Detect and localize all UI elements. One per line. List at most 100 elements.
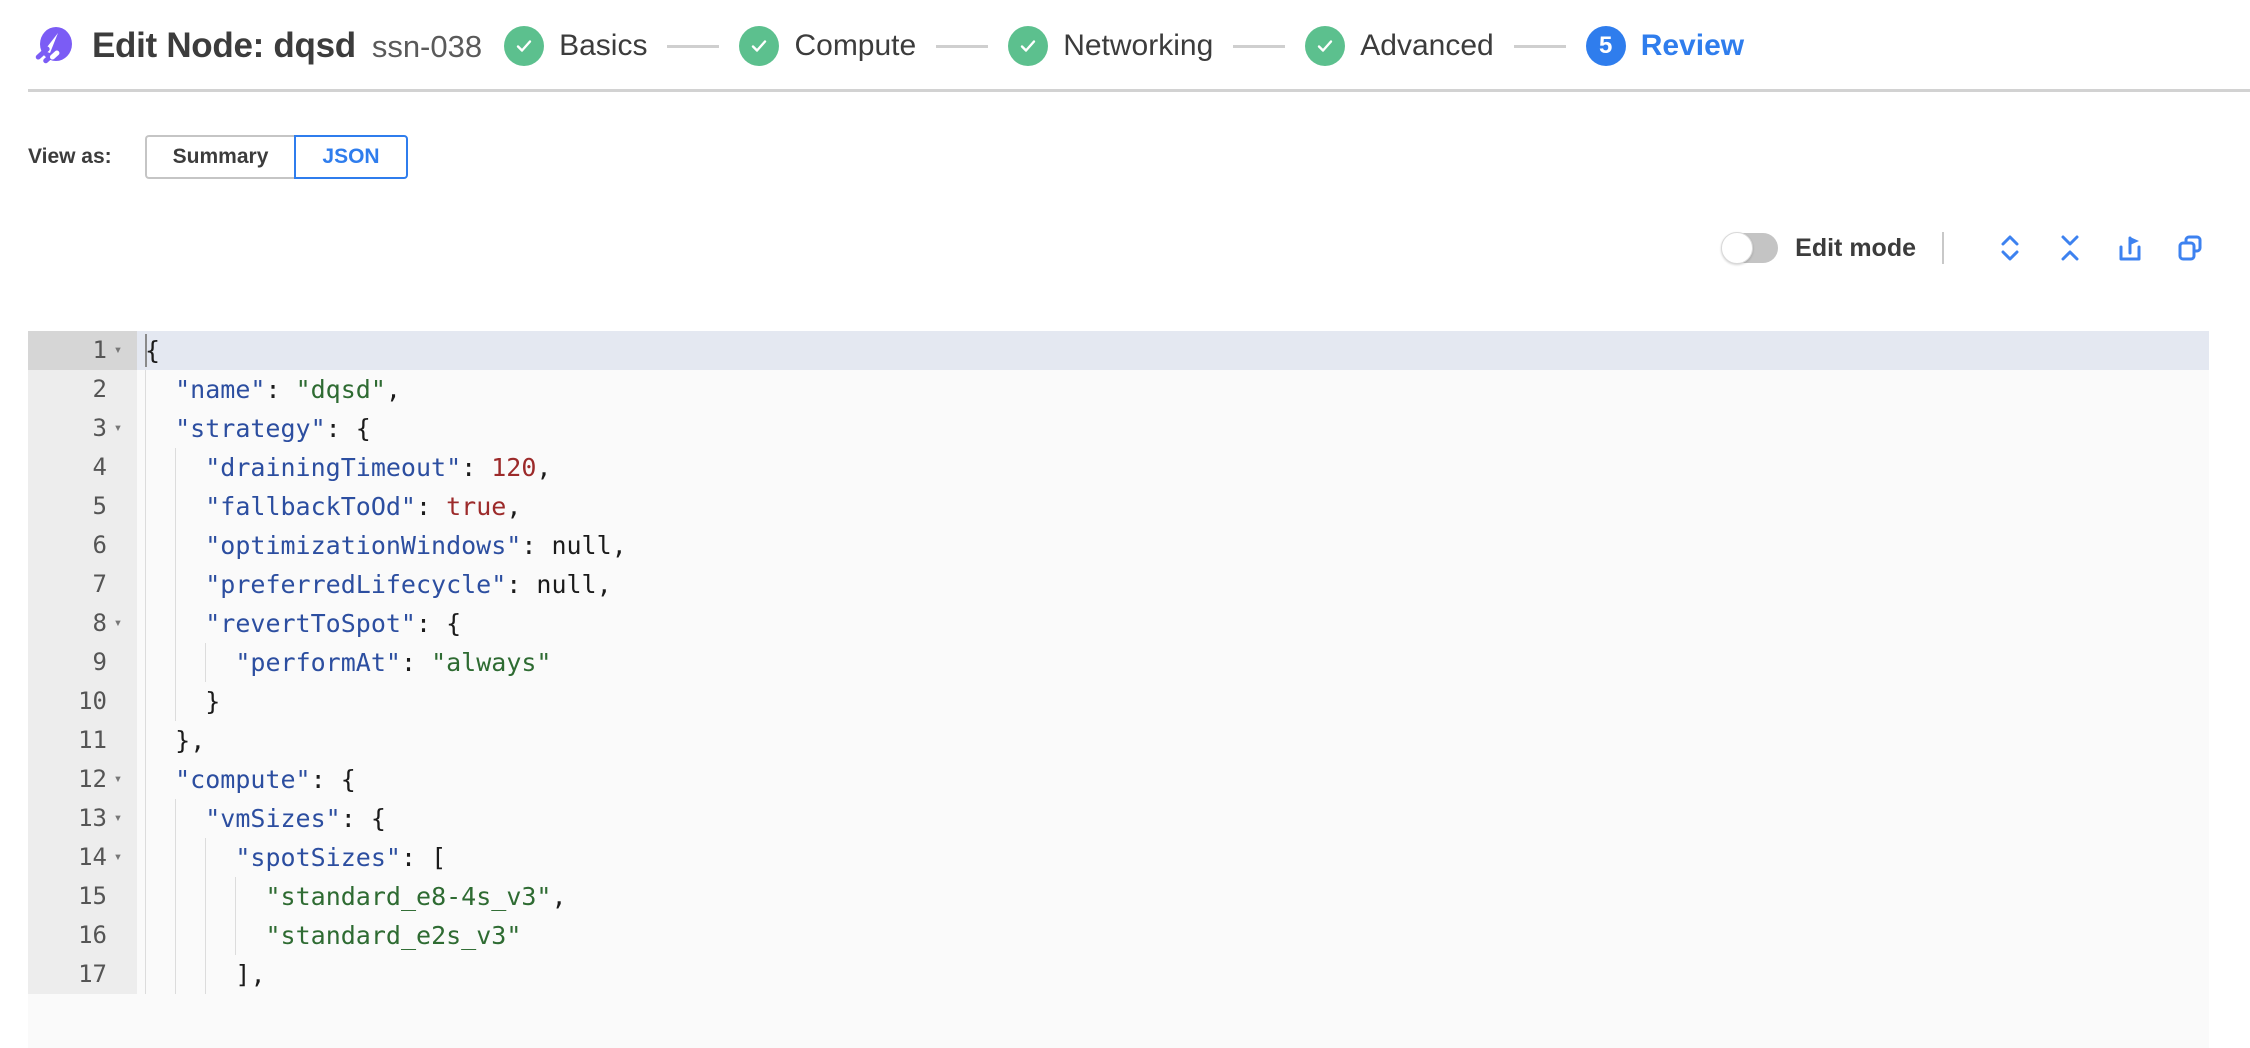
collapse-all-icon[interactable] [2050, 228, 2090, 268]
code-line[interactable]: 11▾ }, [28, 721, 2209, 760]
step-advanced-check-icon [1305, 26, 1346, 66]
code-line[interactable]: 5▾ "fallbackToOd": true, [28, 487, 2209, 526]
fold-toggle-icon[interactable]: ▾ [113, 420, 123, 436]
indent-guide [145, 565, 146, 604]
view-as-row: View as: Summary JSON [0, 135, 2250, 179]
view-as-segmented-control: Summary JSON [144, 135, 408, 179]
line-number-gutter: 5▾ [28, 487, 137, 526]
code-text: "fallbackToOd": true, [137, 487, 2209, 526]
indent-guide [145, 721, 146, 760]
edit-mode-toggle[interactable] [1721, 232, 1779, 264]
json-editor[interactable]: 1▾{2▾ "name": "dqsd",3▾ "strategy": {4▾ … [28, 331, 2209, 1048]
code-text: { [145, 334, 161, 367]
view-as-json-button[interactable]: JSON [294, 135, 408, 179]
code-line[interactable]: 7▾ "preferredLifecycle": null, [28, 565, 2209, 604]
line-number: 17 [78, 960, 107, 988]
code-text: "compute": { [137, 760, 2209, 799]
line-number: 4 [92, 453, 107, 481]
code-line[interactable]: 9▾ "performAt": "always" [28, 643, 2209, 682]
code-line[interactable]: 6▾ "optimizationWindows": null, [28, 526, 2209, 565]
code-line[interactable]: 13▾ "vmSizes": { [28, 799, 2209, 838]
line-number-gutter: 11▾ [28, 721, 137, 760]
wizard-stepper: Basics Compute Networking Advanced 5 [504, 26, 2250, 66]
app-header: Edit Node: dqsd ssn-038 Basics Compute N… [0, 0, 2250, 92]
code-text: ], [137, 955, 2209, 994]
code-line[interactable]: 12▾ "compute": { [28, 760, 2209, 799]
line-number: 2 [92, 375, 107, 403]
step-connector-3 [1233, 44, 1286, 48]
indent-guide [175, 838, 177, 877]
code-line[interactable]: 4▾ "drainingTimeout": 120, [28, 448, 2209, 487]
line-number: 3 [92, 414, 107, 442]
indent-guide [145, 487, 146, 526]
step-connector-4 [1513, 44, 1566, 48]
copy-icon[interactable] [2170, 228, 2210, 268]
indent-guide [205, 838, 207, 877]
step-basics[interactable]: Basics [504, 26, 647, 66]
view-as-summary-button[interactable]: Summary [144, 135, 295, 179]
step-basics-check-icon [504, 26, 545, 66]
code-line[interactable]: 15▾ "standard_e8-4s_v3", [28, 877, 2209, 916]
line-number-gutter: 8▾ [28, 604, 137, 643]
indent-guide [175, 916, 177, 955]
share-export-icon[interactable] [2110, 228, 2150, 268]
view-as-label: View as: [28, 145, 112, 168]
code-line[interactable]: 16▾ "standard_e2s_v3" [28, 916, 2209, 955]
indent-guide [145, 682, 146, 721]
code-text: "optimizationWindows": null, [137, 526, 2209, 565]
indent-guide [235, 916, 237, 955]
line-number-gutter: 14 ▾ [28, 838, 137, 877]
code-line[interactable]: 8▾ "revertToSpot": { [28, 604, 2209, 643]
indent-guide [145, 604, 146, 643]
indent-guide [145, 448, 146, 487]
indent-guide [175, 487, 177, 526]
indent-guide [145, 760, 146, 799]
fold-toggle-icon[interactable]: ▾ [113, 810, 123, 826]
step-review-number-badge: 5 [1585, 26, 1626, 66]
line-number-gutter: 10▾ [28, 682, 137, 721]
code-line[interactable]: 2▾ "name": "dqsd", [28, 370, 2209, 409]
indent-guide [175, 877, 177, 916]
step-compute-label: Compute [794, 29, 917, 62]
indent-guide [145, 955, 146, 994]
line-number: 5 [92, 492, 107, 520]
step-networking-check-icon [1008, 26, 1049, 66]
line-number: 10 [78, 687, 107, 715]
step-review-label: Review [1640, 29, 1745, 62]
step-compute[interactable]: Compute [739, 26, 916, 66]
code-text: "strategy": { [137, 409, 2209, 448]
step-review[interactable]: 5 Review [1585, 26, 1745, 66]
line-number: 1 [92, 336, 107, 364]
indent-guide [175, 604, 177, 643]
fold-toggle-icon[interactable]: ▾ [113, 615, 123, 631]
step-compute-check-icon [739, 26, 780, 66]
indent-guide [175, 565, 177, 604]
indent-guide [175, 955, 177, 994]
indent-guide [235, 877, 237, 916]
line-number-gutter: 12▾ [28, 760, 137, 799]
line-number: 15 [78, 882, 107, 910]
line-number: 14 [78, 843, 107, 871]
step-connector-2 [936, 44, 989, 48]
line-number-gutter: 3▾ [28, 409, 137, 448]
text-cursor [145, 334, 147, 367]
session-id: ssn-038 [371, 29, 483, 64]
line-number-gutter: 17▾ [28, 955, 137, 994]
code-line[interactable]: 14▾ "spotSizes": [ [28, 838, 2209, 877]
code-line[interactable]: 17▾ ], [28, 955, 2209, 994]
code-line[interactable]: 1▾{ [28, 331, 2209, 370]
line-number-gutter: 1▾ [28, 331, 137, 370]
step-networking[interactable]: Networking [1008, 26, 1213, 66]
fold-toggle-icon[interactable]: ▾ [113, 849, 123, 865]
code-line[interactable]: 10▾ } [28, 682, 2209, 721]
fold-toggle-icon[interactable]: ▾ [113, 771, 123, 787]
indent-guide [145, 370, 146, 409]
step-advanced[interactable]: Advanced [1305, 26, 1494, 66]
line-number-gutter: 16▾ [28, 916, 137, 955]
expand-all-icon[interactable] [1990, 228, 2030, 268]
line-number-gutter: 6▾ [28, 526, 137, 565]
fold-toggle-icon[interactable]: ▾ [113, 342, 123, 358]
step-advanced-label: Advanced [1360, 29, 1494, 62]
code-line[interactable]: 3▾ "strategy": { [28, 409, 2209, 448]
code-text: "name": "dqsd", [137, 370, 2209, 409]
